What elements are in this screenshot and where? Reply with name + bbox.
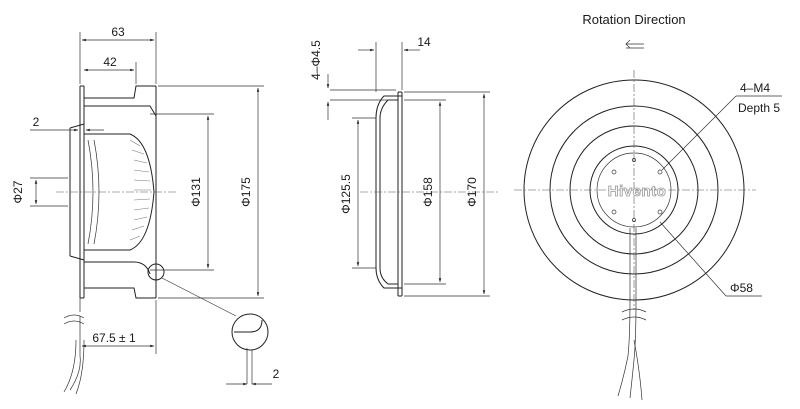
section-view: 4–Φ4.5 14 Φ125.5 Φ158 Φ170 [309, 35, 500, 297]
thread-label: 4–M4 [740, 81, 770, 95]
dim-phi170: Φ170 [465, 177, 479, 207]
brand-watermark: Hivento [608, 183, 667, 200]
front-view: Rotation Direction Hivento 4–M4 Depth 5 … [514, 12, 782, 401]
dim-67-5: 67.5 ± 1 [92, 331, 136, 345]
dim-4-holes: 4–Φ4.5 [309, 40, 323, 80]
rotation-arrow-icon [625, 39, 644, 49]
depth-label: Depth 5 [738, 101, 780, 115]
dim-phi175: Φ175 [239, 177, 253, 207]
dim-42: 42 [103, 55, 117, 69]
rotation-direction-label: Rotation Direction [582, 12, 685, 27]
dim-phi125-5: Φ125.5 [339, 174, 353, 214]
dim-phi131: Φ131 [189, 177, 203, 207]
dim-2-flange: 2 [33, 115, 40, 129]
dim-63: 63 [111, 25, 125, 39]
dim-2-detail: 2 [273, 367, 280, 381]
impeller-blades [129, 139, 151, 241]
side-view: 63 42 2 Φ27 Φ131 Φ175 67.5 ± 1 2 [11, 25, 280, 395]
dim-phi58: Φ58 [730, 281, 753, 295]
dim-phi158: Φ158 [421, 177, 435, 207]
dim-phi27: Φ27 [11, 180, 25, 203]
dim-14: 14 [417, 35, 431, 49]
